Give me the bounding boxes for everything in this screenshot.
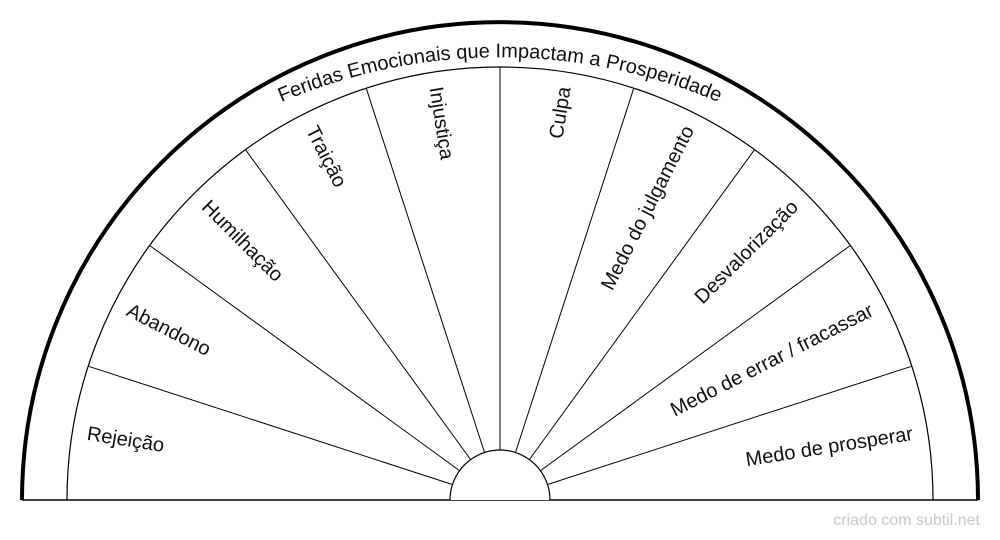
segment-divider	[245, 149, 472, 460]
segment-label: Medo do julgamento	[597, 122, 699, 293]
segments-layer	[88, 67, 912, 485]
segment-label: Desvalorização	[691, 196, 803, 308]
segment-divider	[365, 88, 485, 453]
segment-divider	[149, 245, 460, 472]
segment-divider	[540, 245, 851, 472]
watermark: criado com subtil.net	[833, 512, 980, 529]
segment-divider	[547, 365, 912, 485]
segment-divider	[515, 88, 635, 453]
segment-divider	[88, 365, 453, 485]
segment-label: Medo de errar / fracassar	[667, 300, 877, 422]
outer-arc	[20, 20, 980, 501]
segment-label: Culpa	[546, 84, 576, 140]
segment-label: Traição	[301, 122, 351, 191]
segment-divider	[528, 149, 755, 460]
segment-label: Injustiça	[424, 85, 457, 162]
segment-label: Abandono	[123, 300, 214, 361]
segment-label: Medo de prosperar	[744, 423, 915, 471]
inner-arc	[66, 66, 934, 501]
segment-label: Rejeição	[85, 423, 165, 457]
segment-label: Humilhação	[197, 196, 287, 286]
center-hub	[449, 449, 551, 501]
